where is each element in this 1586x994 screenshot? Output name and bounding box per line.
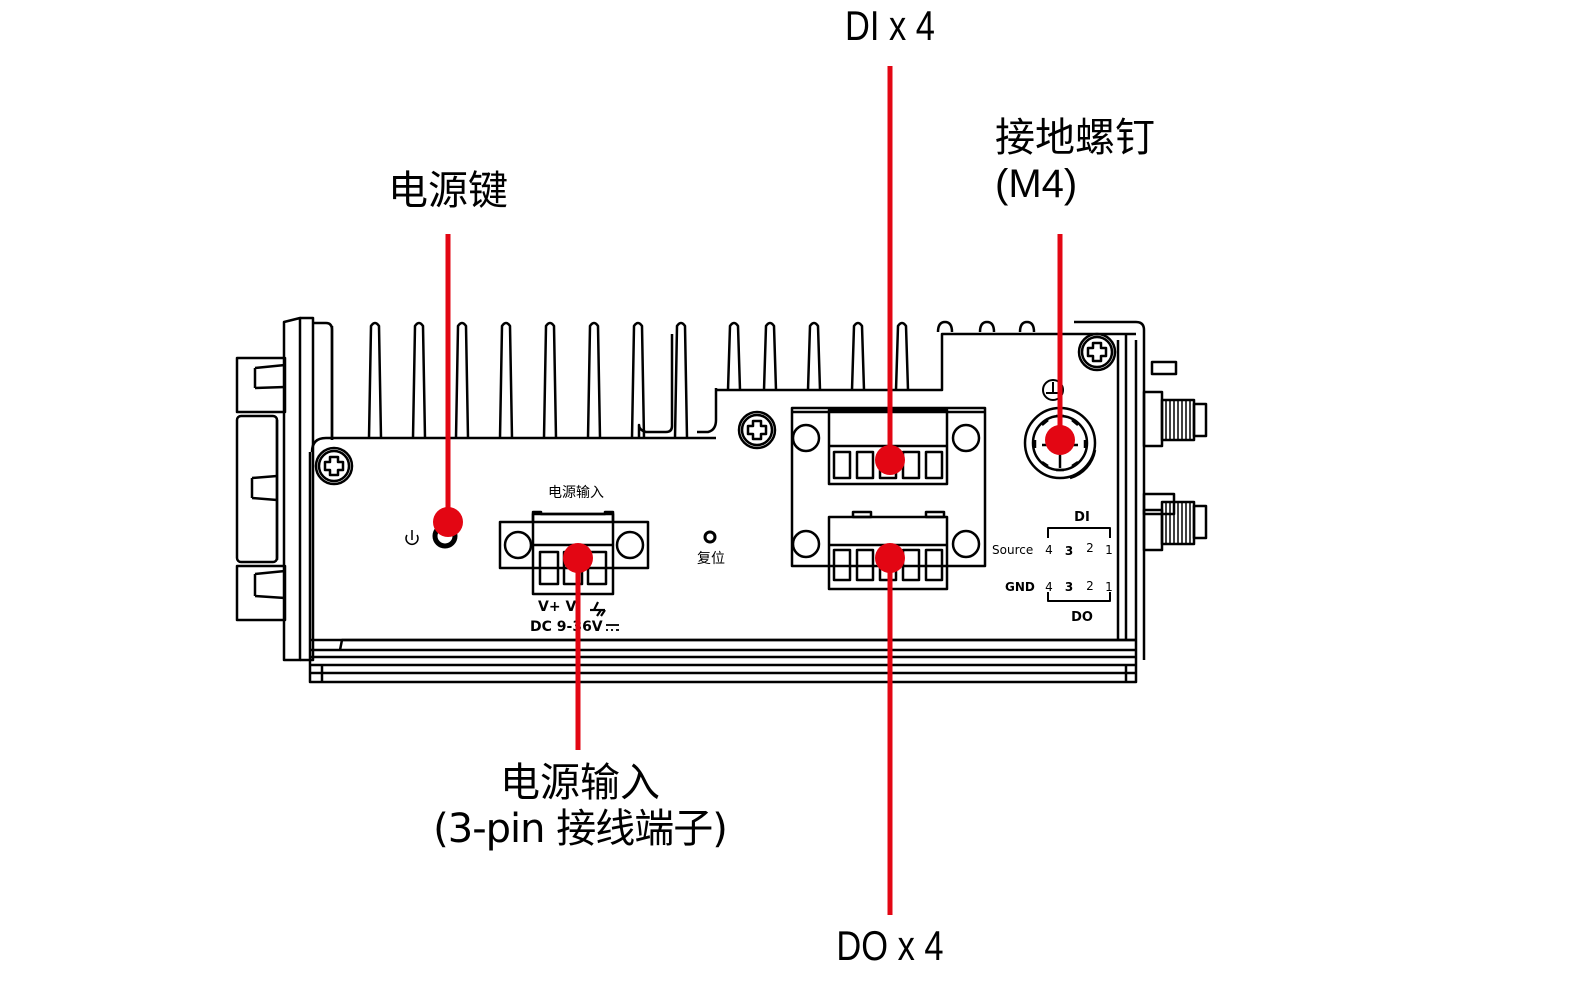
leader-do — [875, 543, 905, 915]
fin — [542, 321, 558, 439]
fin — [586, 321, 602, 439]
fin — [411, 321, 427, 439]
fin — [630, 321, 646, 439]
fin — [806, 321, 822, 391]
di-pin-numbers: 4 3 2 1 — [1045, 541, 1113, 558]
do-pin: 3 — [1065, 580, 1073, 594]
panel-label-reset: 复位 — [697, 550, 725, 567]
phillips-screw-icon — [737, 410, 777, 450]
callout-power-input-line2: (3-pin 接线端子) — [433, 806, 728, 852]
power-symbol-icon — [405, 530, 419, 545]
heatsink-fins — [330, 320, 1146, 660]
panel-label-power-pins: V+ V- — [538, 599, 581, 615]
fin — [850, 321, 866, 391]
panel-label-gnd: GND — [1005, 580, 1035, 594]
dc-symbol-icon — [606, 624, 619, 631]
phillips-screw-icon — [314, 446, 354, 486]
callout-ground-screw-line2: (M4) — [995, 162, 1078, 206]
phillips-screw-icon — [1077, 332, 1117, 372]
panel-label-source: Source — [992, 543, 1033, 557]
left-mounting-bracket — [235, 316, 334, 662]
leader-power-input — [563, 543, 593, 750]
panel-label-do: DO — [1071, 610, 1093, 625]
leader-ground-screw — [1045, 234, 1075, 455]
do-bracket — [1047, 592, 1111, 602]
leader-power-key — [433, 234, 463, 537]
di-bracket — [1047, 527, 1111, 538]
front-panel — [308, 334, 1138, 684]
fin — [498, 321, 514, 439]
di-pin: 3 — [1065, 544, 1073, 558]
leader-di — [875, 66, 905, 475]
reset-pinhole — [703, 530, 717, 544]
do-pin-numbers: 4 3 2 1 — [1045, 579, 1113, 594]
do-pin: 2 — [1086, 579, 1094, 593]
earth-ground-icon — [590, 601, 606, 617]
panel-label-dc-rating: DC 9-36V — [530, 619, 603, 635]
callout-ground-screw: 接地螺钉 (M4) — [995, 115, 1175, 207]
callout-power-input: 电源输入 (3-pin 接线端子) — [420, 760, 740, 852]
fin — [650, 323, 687, 438]
callout-power-input-line1: 电源输入 — [500, 760, 660, 806]
antenna-connector — [1142, 360, 1208, 448]
callout-power-key: 电源键 — [388, 168, 508, 214]
di-pin: 4 — [1045, 543, 1053, 557]
do-pin: 1 — [1105, 580, 1113, 594]
di-pin: 1 — [1105, 543, 1113, 557]
fin — [454, 321, 470, 439]
callout-do: DO x 4 — [836, 922, 944, 969]
antenna-connector — [1142, 492, 1208, 552]
callout-di: DI x 4 — [845, 2, 935, 49]
fin — [894, 321, 910, 391]
panel-label-power-input: 电源输入 — [548, 485, 604, 501]
fin — [367, 321, 383, 439]
do-pin: 4 — [1045, 580, 1053, 594]
fin — [726, 321, 742, 391]
di-pin: 2 — [1086, 541, 1094, 555]
callout-ground-screw-line1: 接地螺钉 — [995, 115, 1155, 161]
panel-label-di: DI — [1074, 510, 1090, 525]
fin — [762, 321, 778, 391]
